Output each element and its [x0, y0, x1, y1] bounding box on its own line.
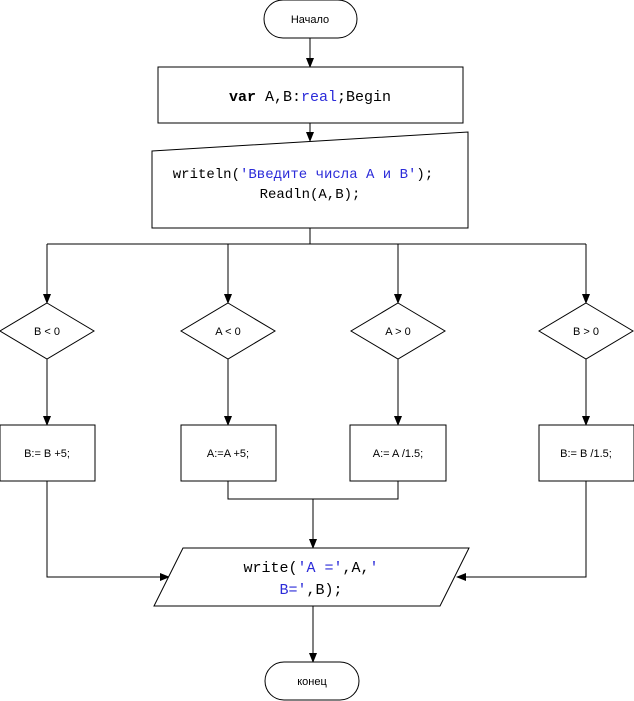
- decision-1-label: B < 0: [34, 326, 60, 338]
- end-terminal: конец: [264, 661, 360, 701]
- declare-keyword: var: [229, 89, 256, 106]
- action-1-label: B:= B +5;: [24, 448, 70, 460]
- action-2-label: A:=A +5;: [207, 448, 249, 460]
- output-string-1: 'A =': [297, 560, 342, 577]
- decision-4-label: B > 0: [573, 326, 599, 338]
- declare-vars: A,B:: [256, 89, 301, 106]
- output-string-2-close: B=': [279, 582, 306, 599]
- input-block: writeln('Введите числа A и B'); Readln(A…: [151, 131, 469, 229]
- declare-type: real: [301, 89, 337, 106]
- edge-merge-middle: [227, 481, 399, 500]
- output-line2-post: ,B);: [307, 582, 343, 599]
- action-2: A:=A +5;: [180, 424, 277, 482]
- action-3: A:= A /1.5;: [349, 424, 447, 482]
- action-3-label: A:= A /1.5;: [373, 448, 423, 460]
- output-line1-pre: write(: [243, 560, 297, 577]
- decision-3: A > 0: [350, 302, 446, 360]
- output-block: write('A =',A,' B=',B);: [153, 547, 470, 607]
- declare-text: var A,B:real;Begin: [229, 89, 391, 106]
- action-4-label: B:= B /1.5;: [560, 448, 612, 460]
- decision-4: B > 0: [538, 302, 634, 360]
- start-terminal: Начало: [263, 0, 358, 39]
- action-1: B:= B +5;: [0, 424, 96, 482]
- decision-1: B < 0: [0, 302, 95, 360]
- output-line2: B=',B);: [279, 582, 342, 599]
- decision-3-label: A > 0: [385, 326, 410, 338]
- input-line1-pre: writeln(: [173, 167, 240, 183]
- declare-block: var A,B:real;Begin: [157, 66, 464, 124]
- input-line1: writeln('Введите числа A и B');: [173, 167, 433, 183]
- input-line1-string: 'Введите числа A и B': [240, 167, 416, 183]
- action-4: B:= B /1.5;: [538, 424, 634, 482]
- declare-tail: ;Begin: [337, 89, 391, 106]
- output-line1-mid: ,A,: [343, 560, 370, 577]
- input-line2: Readln(A,B);: [260, 187, 361, 203]
- start-label: Начало: [291, 14, 329, 26]
- output-line1: write('A =',A,': [243, 560, 378, 577]
- edge-action-1-output: [46, 481, 170, 581]
- decision-2: A < 0: [180, 302, 276, 360]
- decision-2-label: A < 0: [215, 326, 240, 338]
- end-label: конец: [297, 676, 327, 688]
- edge-input-bus: [47, 228, 586, 245]
- input-line1-post: );: [416, 167, 433, 183]
- edge-action-4-output: [456, 481, 587, 581]
- output-string-2-open: ': [370, 560, 379, 577]
